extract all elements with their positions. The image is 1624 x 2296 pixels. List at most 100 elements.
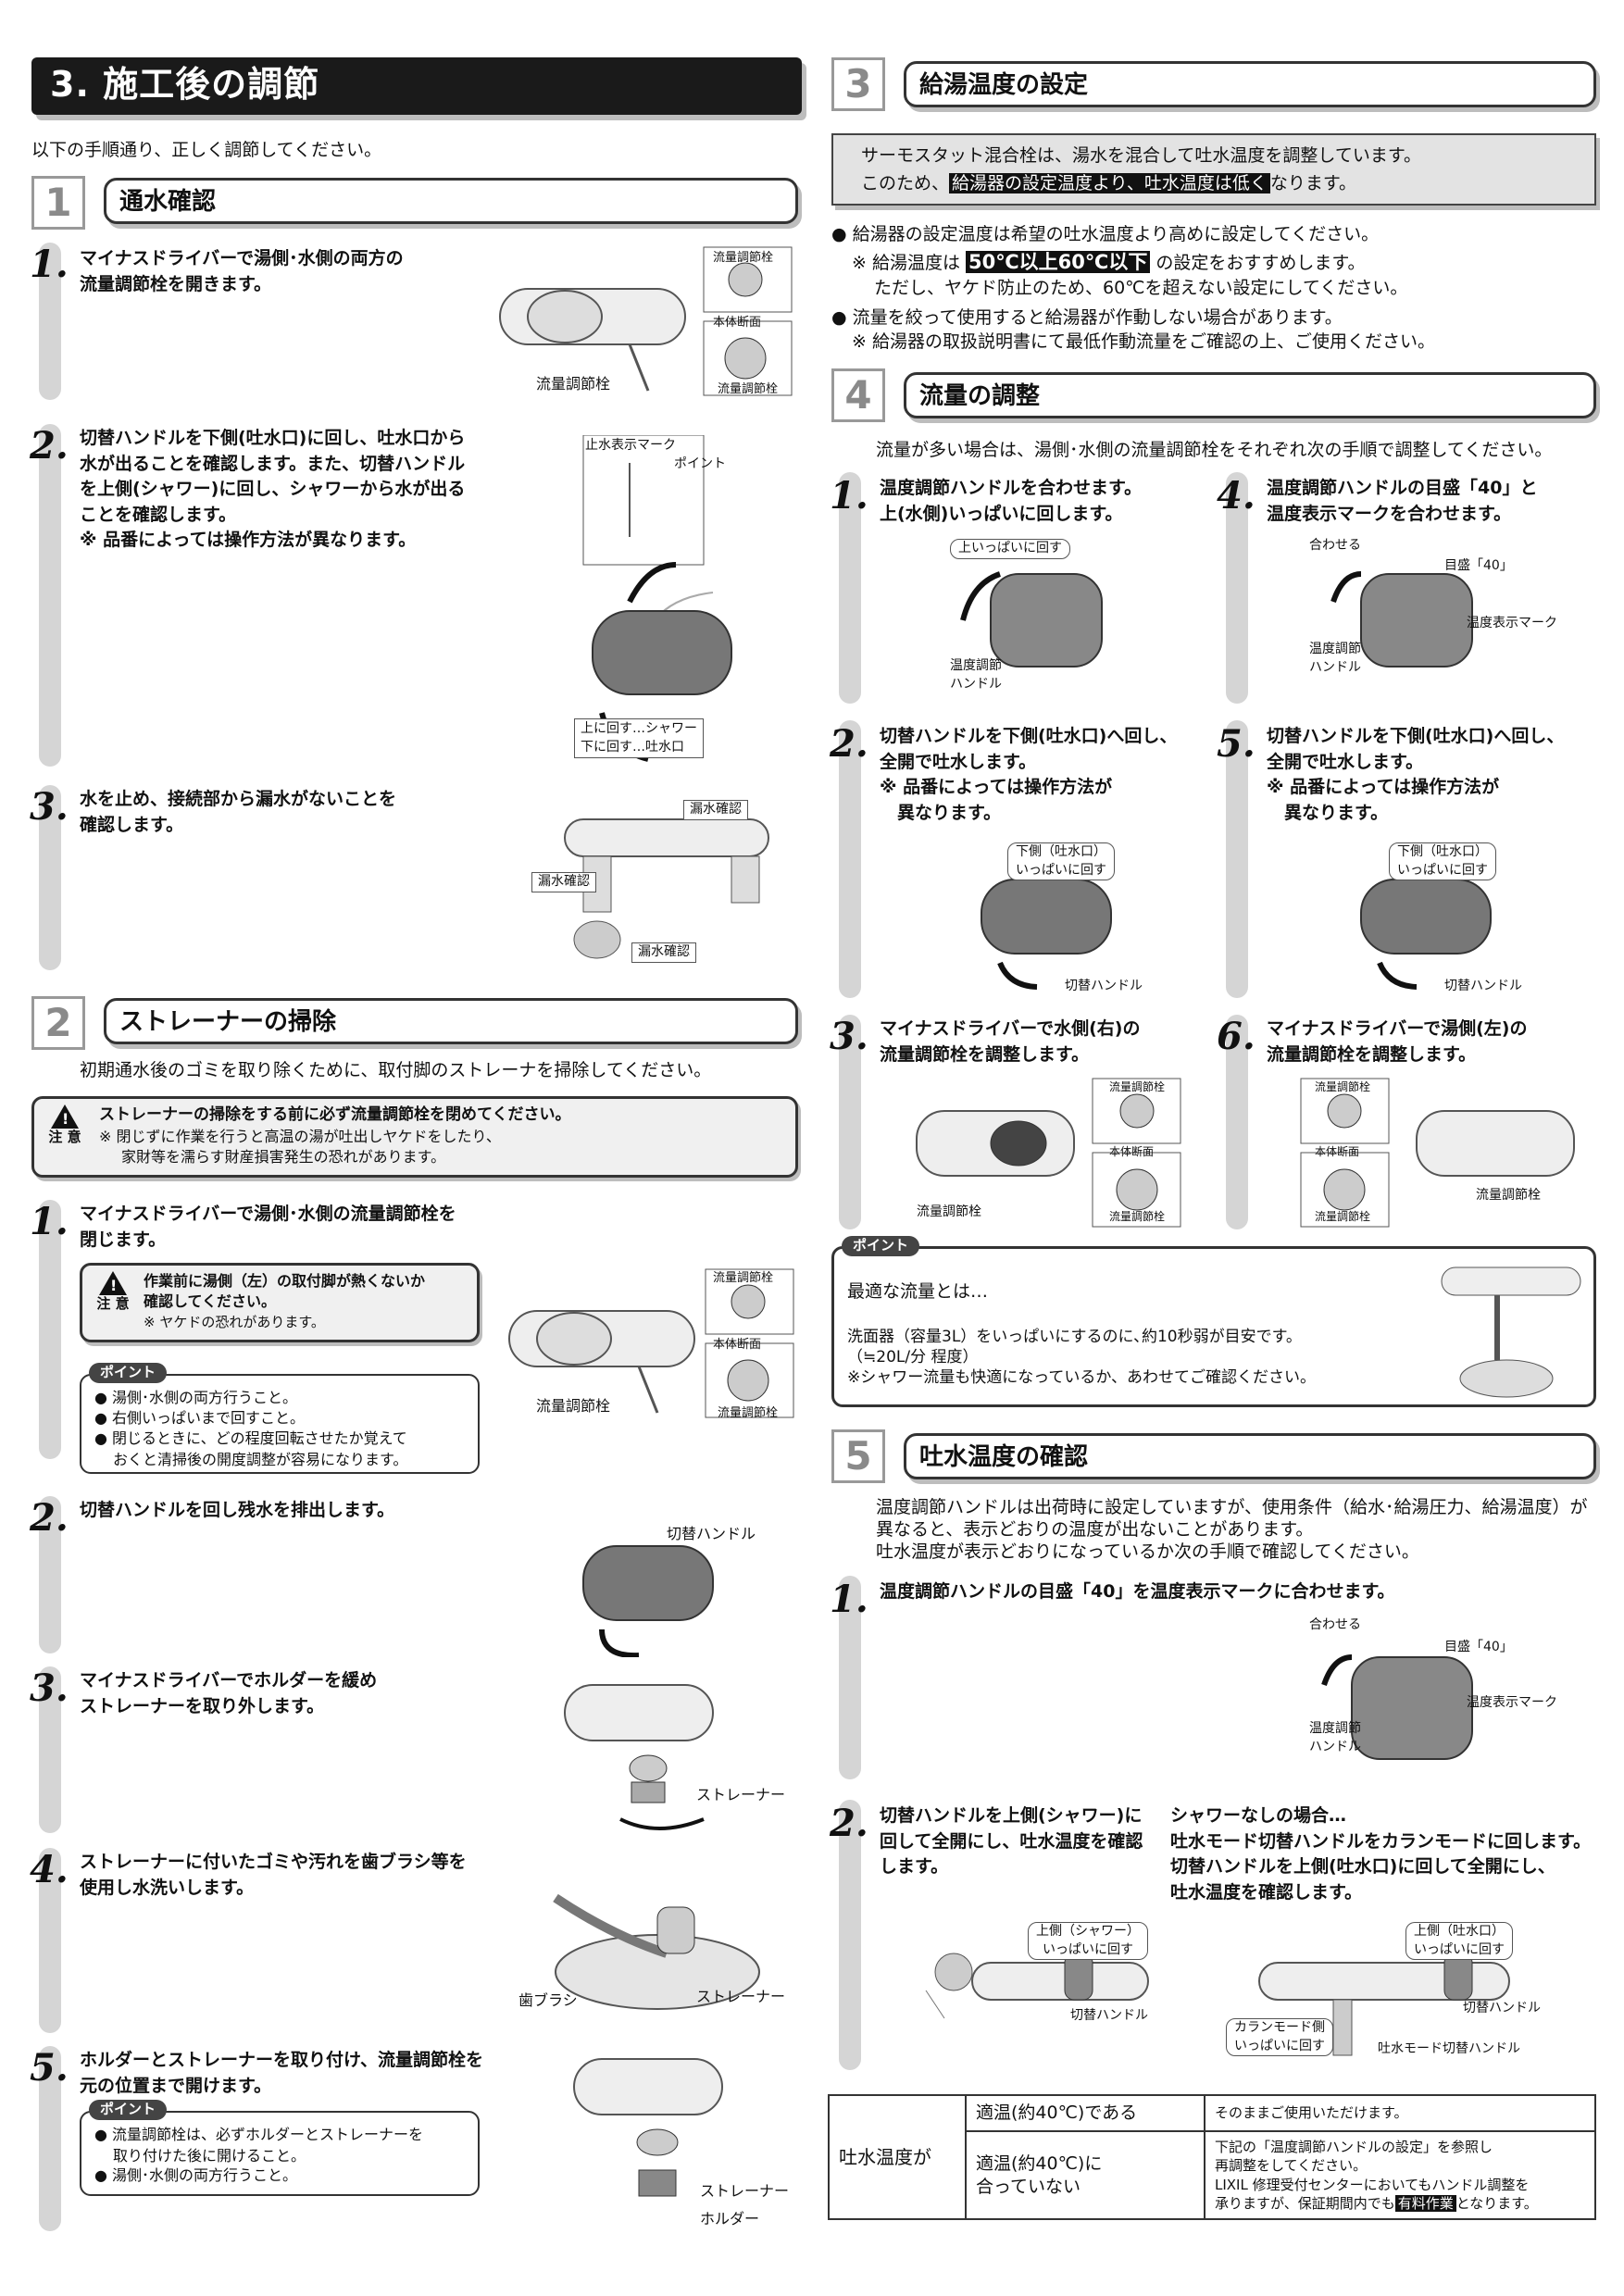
s4-step4-number: 4. bbox=[1217, 474, 1255, 518]
table-row-header: 吐水温度が bbox=[828, 2093, 967, 2221]
caution-line: ストレーナーの掃除をする前に必ず流量調節栓を閉めてください。 bbox=[99, 1105, 571, 1124]
point-box: ポイント ● 湯側･水側の両方行うこと。 ● 右側いっぱいまで回すこと。 ● 閉… bbox=[80, 1363, 480, 1474]
section-5-title: 吐水温度の確認 bbox=[904, 1433, 1596, 1479]
step-stripe bbox=[1226, 720, 1248, 998]
s5-step1-text: 温度調節ハンドルの目盛「40」を温度表示マークに合わせます。 bbox=[880, 1581, 1395, 1602]
point-item: ● 流量調節栓は、必ずホルダーとストレーナーを 取り付けた後に開けること。 bbox=[94, 2126, 424, 2165]
step-stripe bbox=[1226, 472, 1248, 704]
point-item: ● 右側いっぱいまで回すこと。 bbox=[94, 1409, 306, 1427]
step-stripe bbox=[839, 720, 861, 998]
table-cell: 適温(約40℃)である bbox=[965, 2093, 1206, 2133]
figure-label: 流量調節栓 bbox=[1315, 1080, 1371, 1093]
faucet-flow-valve-illustration bbox=[1296, 1074, 1583, 1231]
section-3-number: 3 bbox=[831, 57, 885, 111]
leak-check-illustration bbox=[528, 792, 796, 977]
figure-label: 下側（吐水口） いっぱいに回す bbox=[1389, 842, 1496, 881]
washbasin-illustration bbox=[1423, 1258, 1590, 1406]
figure-label: 切替ハンドル bbox=[1070, 2008, 1148, 2023]
step-stripe bbox=[839, 1576, 861, 1779]
s4-step1-number: 1. bbox=[830, 474, 868, 518]
figure-label: 本体断面 bbox=[713, 1338, 762, 1352]
figure-label: 本体断面 bbox=[1315, 1145, 1360, 1158]
step-stripe bbox=[39, 1666, 61, 1833]
switch-handle-illustration bbox=[546, 1500, 759, 1659]
s5-step2-number: 2. bbox=[830, 1802, 868, 1845]
bullet-note: ※ 給湯温度は 50℃以上60℃以下 の設定をおすすめします。 bbox=[852, 251, 1366, 273]
s2-step3-text: マイナスドライバーでホルダーを緩め ストレーナーを取り外します。 bbox=[80, 1670, 378, 1716]
figure-label: 合わせる bbox=[1309, 538, 1361, 553]
switch-handle-illustration bbox=[574, 434, 796, 768]
faucet-flow-valve-illustration bbox=[491, 243, 796, 400]
figure-label: 流量調節栓 bbox=[713, 1271, 774, 1285]
figure-label: 流量調節栓 bbox=[1476, 1188, 1541, 1203]
warning-icon: ! bbox=[99, 1271, 127, 1295]
figure-label: 目盛「40」 bbox=[1444, 1640, 1513, 1654]
step-stripe bbox=[39, 424, 61, 767]
figure-label: 下側（吐水口） いっぱいに回す bbox=[1007, 842, 1115, 881]
figure-label: 温度表示マーク bbox=[1467, 1695, 1557, 1710]
s2-step4-number: 4. bbox=[30, 1848, 69, 1891]
figure-label: 切替ハンドル bbox=[1444, 979, 1522, 993]
warning-icon: ! bbox=[51, 1104, 79, 1129]
point-box: ポイント 最適な流量とは… 洗面器（容量3L）をいっぱいにするのに､約10秒弱が… bbox=[831, 1236, 1596, 1407]
table-cell: 下記の「温度調節ハンドルの設定」を参照し 再調整をしてください。 LIXIL 修… bbox=[1204, 2130, 1596, 2221]
figure-label: 温度調節 ハンドル bbox=[1309, 1721, 1361, 1754]
water-temperature-table: 吐水温度が 適温(約40℃)である そのままご使用いただけます。 適温(約40℃… bbox=[828, 2093, 1596, 2221]
step-stripe bbox=[1226, 1015, 1248, 1229]
point-item: ● 湯側･水側の両方行うこと。 bbox=[94, 1389, 298, 1406]
figure-label: 上いっぱいに回す bbox=[950, 539, 1070, 559]
s1-step2-number: 2. bbox=[30, 424, 69, 468]
s2-step5-number: 5. bbox=[30, 2046, 69, 2090]
s4-step5-text: 切替ハンドルを下側(吐水口)へ回し、 全開で吐水します。 ※ 品番によっては操作… bbox=[1267, 726, 1565, 823]
strainer-washing-illustration bbox=[518, 1861, 787, 2028]
figure-label: ホルダー bbox=[700, 2210, 760, 2227]
shower-faucet-illustration bbox=[917, 1926, 1157, 2065]
step-stripe bbox=[839, 1015, 861, 1229]
bullet-note: ※ 給湯器の取扱説明書にて最低作動流量をご確認の上、ご使用ください。 bbox=[852, 331, 1435, 352]
section-2-title: ストレーナーの掃除 bbox=[104, 998, 798, 1044]
point-item: ● 湯側･水側の両方行うこと。 bbox=[94, 2166, 298, 2184]
figure-label: 切替ハンドル bbox=[667, 1525, 756, 1542]
s5-step2-alt-text: シャワーなしの場合… 吐水モード切替ハンドルをカランモードに回します。 切替ハン… bbox=[1170, 1805, 1592, 1903]
figure-label: 切替ハンドル bbox=[1065, 979, 1143, 993]
s5-step2-text: 切替ハンドルを上側(シャワー)に 回して全開にし、吐水温度を確認 します。 bbox=[880, 1805, 1143, 1878]
s4-step2-number: 2. bbox=[830, 722, 868, 766]
bullet-item: ● 給湯器の設定温度は希望の吐水温度より高めに設定してください。 bbox=[831, 224, 1380, 244]
point-title: 最適な流量とは… bbox=[847, 1281, 989, 1302]
temperature-handle-illustration bbox=[1305, 546, 1528, 694]
figure-label: 温度調節 ハンドル bbox=[950, 658, 1002, 692]
caution-box: !注 意 作業前に湯側（左）の取付脚が熱くないか 確認してください。 ※ ヤケド… bbox=[80, 1263, 480, 1342]
section-4-intro: 流量が多い場合は、湯側･水側の流量調節栓をそれぞれ次の手順で調整してください。 bbox=[876, 440, 1553, 460]
figure-label: 流量調節栓 bbox=[917, 1204, 981, 1219]
figure-label: 漏水確認 bbox=[683, 800, 748, 820]
figure-label: 漏水確認 bbox=[631, 942, 696, 963]
figure-label: 流量調節栓 bbox=[534, 374, 613, 395]
figure-label-direction: 上に回す…シャワー下に回す…吐水口 bbox=[574, 718, 704, 759]
page-title: 3. 施工後の調節 bbox=[31, 57, 802, 115]
section-4-number: 4 bbox=[831, 368, 885, 422]
figure-label: 合わせる bbox=[1309, 1617, 1361, 1632]
s4-step1-text: 温度調節ハンドルを合わせます。 上(水側)いっぱいに回します。 bbox=[880, 478, 1143, 524]
s1-step1-text: マイナスドライバーで湯側･水側の両方の 流量調節栓を開きます。 bbox=[80, 248, 404, 294]
step-stripe bbox=[39, 2046, 61, 2231]
step-stripe bbox=[839, 472, 861, 704]
switch-handle-illustration bbox=[1333, 842, 1537, 991]
figure-label: 温度表示マーク bbox=[1467, 616, 1557, 630]
section-3-title: 給湯温度の設定 bbox=[904, 61, 1596, 107]
caution-line: 家財等を濡らす財産損害発生の恐れがあります。 bbox=[121, 1148, 446, 1166]
figure-label: ストレーナー bbox=[696, 1988, 786, 2005]
section-5-intro-line: 異なると、表示どおりの温度が出ないことがあります。 bbox=[876, 1519, 1314, 1540]
bullet-item: ● 流量を絞って使用すると給湯器が作動しない場合があります。 bbox=[831, 307, 1343, 328]
figure-label: 流量調節栓 bbox=[1315, 1210, 1371, 1223]
figure-label: 温度調節 ハンドル bbox=[1309, 642, 1361, 675]
figure-label: 止水表示マーク bbox=[585, 438, 676, 453]
section-4-title: 流量の調整 bbox=[904, 372, 1596, 418]
s2-step4-text: ストレーナーに付いたゴミや汚れを歯ブラシ等を 使用し水洗いします。 bbox=[80, 1852, 467, 1898]
figure-label: 流量調節栓 bbox=[534, 1396, 613, 1417]
figure-label: ストレーナー bbox=[700, 2182, 790, 2200]
point-item: ● 閉じるときに、どの程度回転させたか覚えて おくと清掃後の開度調整が容易になり… bbox=[94, 1429, 408, 1469]
caution-box: !注 意 ストレーナーの掃除をする前に必ず流量調節栓を閉めてください。 ※ 閉じ… bbox=[31, 1096, 798, 1178]
figure-label: 漏水確認 bbox=[531, 872, 596, 892]
figure-label: 流量調節栓 bbox=[1109, 1080, 1166, 1093]
temperature-handle-illustration bbox=[1305, 1629, 1546, 1787]
